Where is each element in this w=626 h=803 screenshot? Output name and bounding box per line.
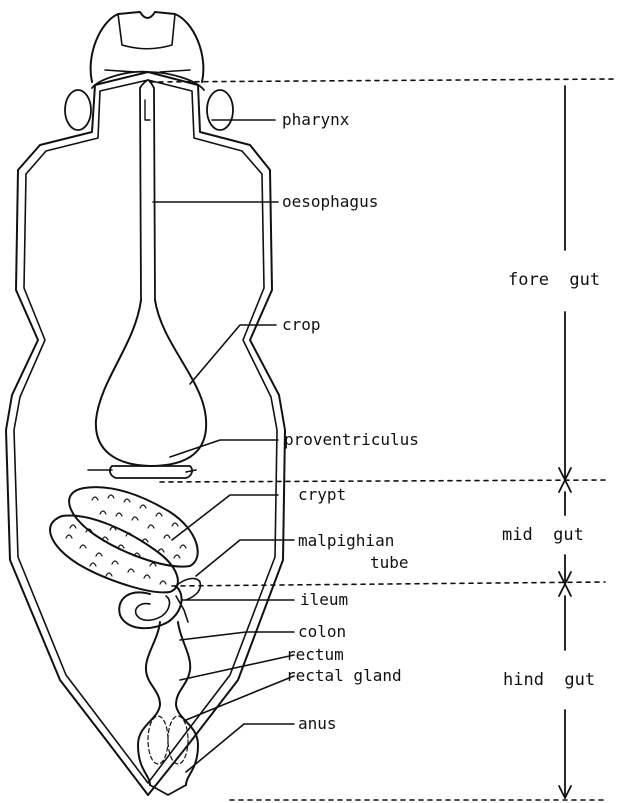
- label-pharynx: pharynx: [282, 111, 349, 129]
- label-crop: crop: [282, 316, 321, 334]
- region-hind-gut: hind gut: [503, 671, 595, 689]
- label-rectal-gland: rectal gland: [286, 667, 402, 685]
- label-anus: anus: [298, 715, 337, 733]
- proventriculus-organ: [88, 466, 196, 478]
- crypt-organ: [50, 487, 198, 592]
- label-oesophagus: oesophagus: [282, 193, 378, 211]
- crop-organ: [96, 300, 206, 466]
- label-malpighian-tube: tube: [370, 554, 409, 572]
- region-mid-gut: mid gut: [502, 526, 584, 544]
- oesophagus-tube: [140, 80, 155, 300]
- label-ileum: ileum: [300, 591, 348, 609]
- region-fore-gut: fore gut: [508, 271, 600, 289]
- label-crypt: crypt: [298, 486, 346, 504]
- label-proventriculus: proventriculus: [284, 431, 419, 449]
- label-colon: colon: [298, 623, 346, 641]
- body-outline: [6, 72, 285, 795]
- label-rectum: rectum: [286, 646, 344, 664]
- head-outline: [65, 12, 233, 130]
- leader-lines: [153, 120, 294, 772]
- region-scale: [559, 86, 571, 798]
- label-malpighian: malpighian: [298, 532, 394, 550]
